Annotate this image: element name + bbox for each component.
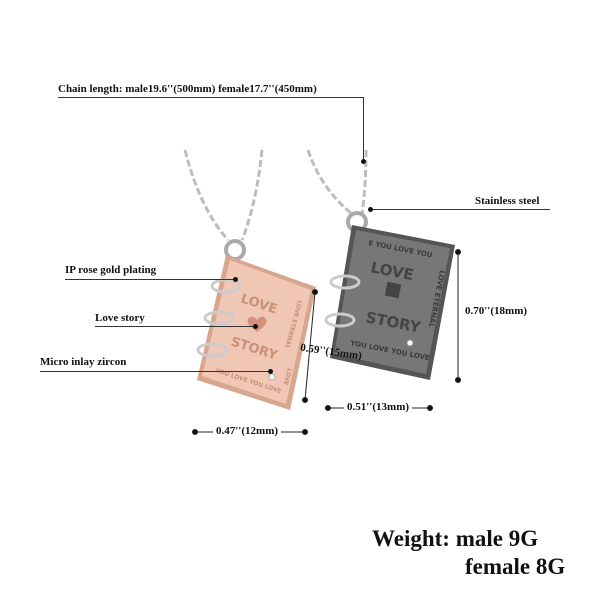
weight-female-text: female 8G [465, 554, 566, 579]
love-story-label: Love story [95, 312, 145, 324]
steel-pendant: LOVE STORY E YOU LOVE YOU YOU LOVE YOU L… [324, 225, 455, 380]
stainless-steel-label: Stainless steel [475, 195, 540, 207]
rose-border-tail: LOVE [282, 367, 293, 386]
chain-length-dot [361, 159, 366, 164]
love-story-dot [253, 324, 258, 329]
ip-rose-gold-dot [233, 277, 238, 282]
rose-width-label: 0.47''(12mm) [213, 425, 282, 437]
chain-right [306, 149, 368, 216]
stainless-steel-dot [368, 207, 373, 212]
ip-rose-gold-label: IP rose gold plating [65, 264, 157, 276]
micro-inlay-dot [268, 369, 273, 374]
ip-rose-gold-leader [65, 279, 235, 280]
love-story-leader [95, 326, 255, 327]
steel-zircon [406, 339, 414, 347]
steel-height-label: 0.70''(18mm) [465, 305, 528, 317]
chain-left [183, 149, 264, 242]
weight-male-text: Weight: male 9G [372, 526, 539, 551]
steel-width-label: 0.51''(13mm) [344, 401, 413, 413]
stainless-steel-leader [372, 209, 550, 210]
steel-cross-mark [384, 281, 402, 299]
chain-length-drop [363, 97, 364, 162]
chain-length-label: Chain length: male19.6''(500mm) female17… [58, 83, 317, 95]
chain-length-leader [58, 97, 363, 98]
rose-zircon [268, 373, 276, 381]
micro-inlay-leader [40, 371, 270, 372]
micro-inlay-label: Micro inlay zircon [40, 356, 127, 368]
